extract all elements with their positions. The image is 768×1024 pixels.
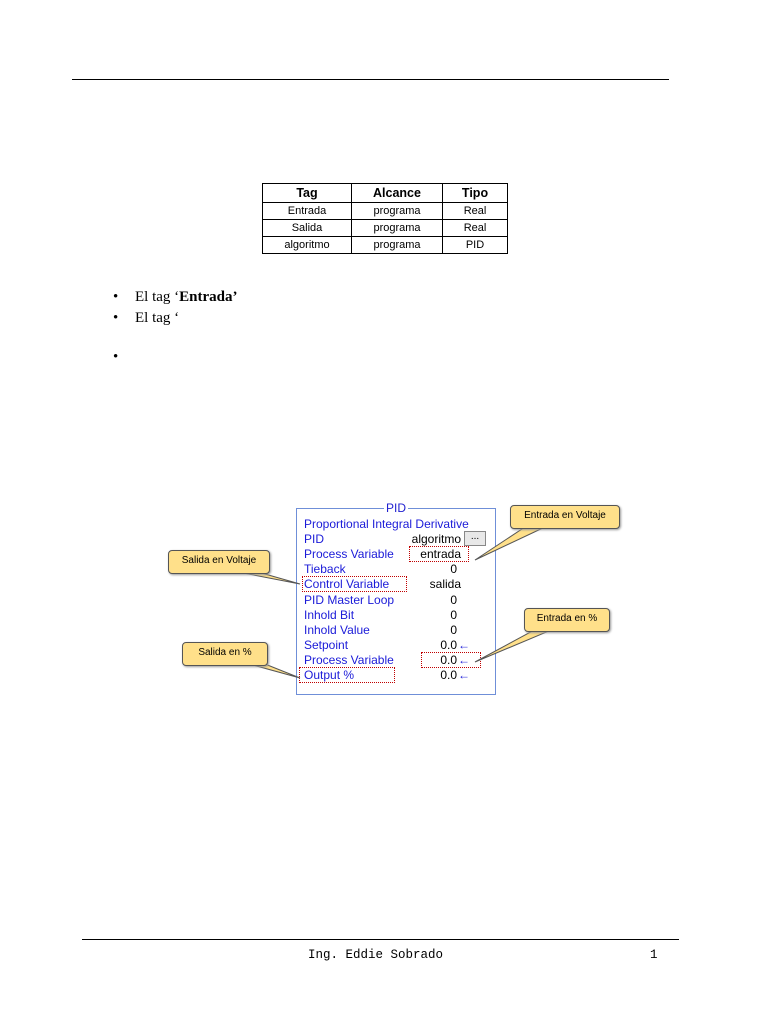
- callout-salida-voltaje: Salida en Voltaje: [168, 550, 270, 574]
- pid-value-tieback: 0: [450, 562, 457, 576]
- pid-title: PID: [297, 501, 495, 515]
- footer-rule: [82, 939, 679, 940]
- pid-label-process-variable: Process Variable: [304, 547, 394, 561]
- table-cell: Entrada: [262, 202, 352, 220]
- bullet-item-empty: •: [113, 349, 135, 366]
- pid-browse-button[interactable]: ...: [464, 531, 486, 546]
- pid-value-output-pct: 0.0: [440, 668, 457, 682]
- pid-label-tieback: Tieback: [304, 562, 346, 576]
- pid-label-inhold-value: Inhold Value: [304, 623, 370, 637]
- table-cell: programa: [351, 236, 443, 254]
- table-header-row: Tag Alcance Tipo: [262, 183, 508, 203]
- bullet-text: El tag ‘: [135, 289, 180, 305]
- table-cell: programa: [351, 202, 443, 220]
- arrow-left-icon: ←: [458, 638, 470, 652]
- bullet-text: El tag ‘: [135, 310, 180, 326]
- arrow-left-icon: ←: [458, 653, 470, 667]
- pid-label-inhold-bit: Inhold Bit: [304, 608, 355, 622]
- bullet-item-salida: • El tag ‘: [113, 310, 179, 327]
- pid-value-process-variable-pct: 0.0: [440, 653, 457, 667]
- pid-value-inhold-bit: 0: [450, 608, 457, 622]
- pid-label-master-loop: PID Master Loop: [304, 593, 395, 607]
- pid-value-salida: salida: [429, 577, 461, 591]
- pid-value-entrada: entrada: [420, 547, 461, 561]
- pid-value-setpoint: 0.0: [440, 638, 457, 652]
- tag-table: Tag Alcance Tipo Entrada programa Real S…: [262, 183, 508, 254]
- pid-label-output-pct: Output %: [304, 668, 355, 682]
- pointer-entrada-voltaje: [474, 526, 546, 561]
- table-cell: programa: [351, 219, 443, 237]
- pid-description: Proportional Integral Derivative: [304, 517, 469, 531]
- footer-author: Ing. Eddie Sobrado: [308, 948, 444, 962]
- pid-label-pid: PID: [304, 532, 325, 546]
- pid-label-control-variable: Control Variable: [304, 577, 390, 591]
- column-header-alcance: Alcance: [351, 183, 443, 203]
- bullet-icon: •: [113, 289, 119, 305]
- bullet-bold-text: Entrada’: [179, 289, 238, 305]
- bullet-icon: •: [113, 310, 119, 326]
- column-header-tipo: Tipo: [442, 183, 508, 203]
- pid-value-inhold-value: 0: [450, 623, 457, 637]
- table-cell: PID: [442, 236, 508, 254]
- pid-value-algoritmo: algoritmo: [411, 532, 461, 546]
- highlight-output-pct: [299, 667, 395, 683]
- table-row: algoritmo programa PID: [262, 236, 508, 254]
- pid-label-setpoint: Setpoint: [304, 638, 349, 652]
- bullet-item-entrada: • El tag ‘Entrada’: [113, 289, 238, 306]
- highlight-entrada: [409, 546, 469, 562]
- arrow-left-icon: ←: [458, 668, 470, 682]
- pid-value-master-loop: 0: [450, 593, 457, 607]
- callout-entrada-voltaje: Entrada en Voltaje: [510, 505, 620, 529]
- header-rule: [72, 79, 669, 80]
- pointer-entrada-pct: [474, 627, 557, 663]
- highlight-control-variable: [302, 576, 407, 592]
- callout-entrada-pct: Entrada en %: [524, 608, 610, 632]
- pid-label-process-variable-pct: Process Variable: [304, 653, 394, 667]
- table-row: Salida programa Real: [262, 219, 508, 237]
- table-cell: Real: [442, 219, 508, 237]
- table-cell: algoritmo: [262, 236, 352, 254]
- pid-block: PID Proportional Integral Derivative PID…: [296, 501, 496, 695]
- page-number: 1: [650, 948, 658, 962]
- bullet-icon: •: [113, 349, 119, 365]
- callout-salida-pct: Salida en %: [182, 642, 268, 666]
- pid-title-text: PID: [383, 501, 408, 515]
